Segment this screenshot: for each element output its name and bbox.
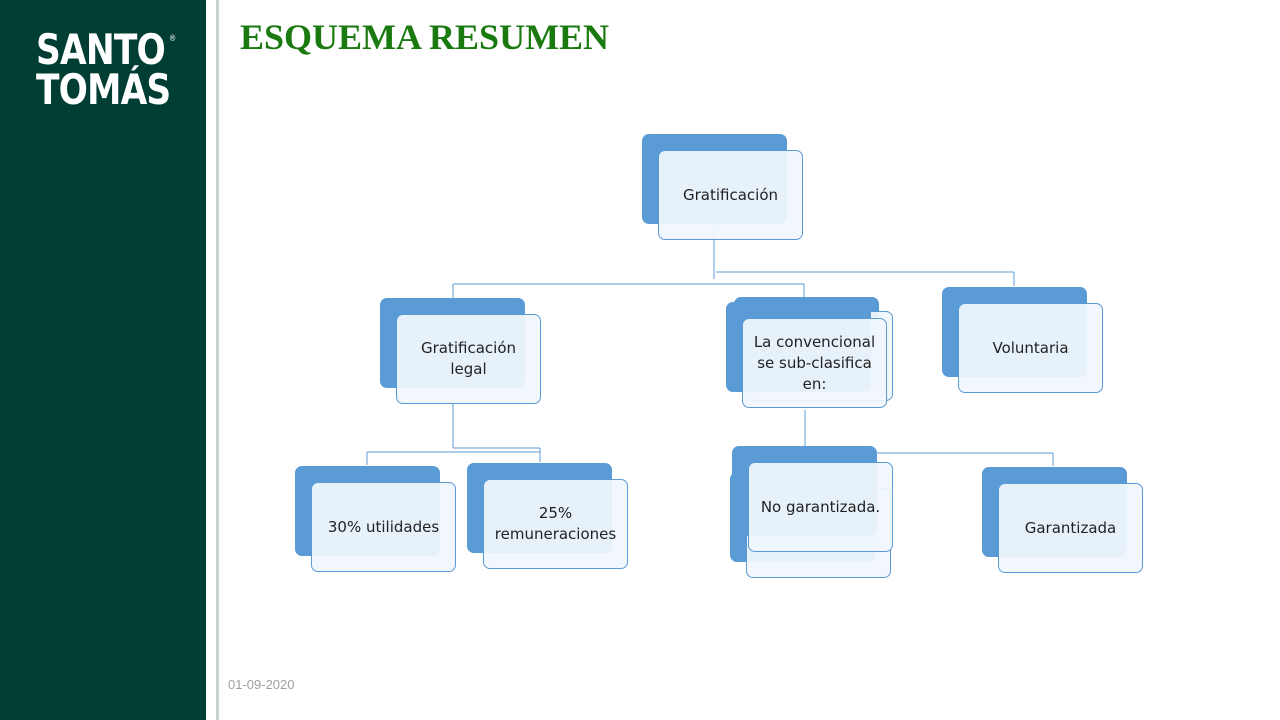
connector-legal-bar: [367, 447, 540, 453]
node-label: Garantizada: [998, 483, 1143, 573]
node-label: Gratificación: [658, 150, 803, 240]
page-title: ESQUEMA RESUMEN: [240, 17, 610, 57]
node-label: No garantizada.: [748, 462, 893, 552]
santo-tomas-logo: SANTO TOMÁS ®: [36, 25, 176, 114]
slide-date: 01-09-2020: [228, 677, 295, 692]
logo-line2: TOMÁS: [36, 65, 171, 114]
sidebar-gap: [206, 0, 216, 720]
node-label: 30% utilidades: [311, 482, 456, 572]
sidebar: [0, 0, 206, 720]
node-label: La convencional se sub-clasifica en:: [742, 318, 887, 408]
node-label: Gratificación legal: [396, 314, 541, 404]
sidebar-divider: [216, 0, 219, 720]
node-label: Voluntaria: [958, 303, 1103, 393]
logo-registered-mark: ®: [168, 34, 177, 44]
node-label: 25% remuneraciones: [483, 479, 628, 569]
connector-root-bar: [453, 271, 1014, 285]
logo-line1: SANTO: [36, 25, 166, 74]
